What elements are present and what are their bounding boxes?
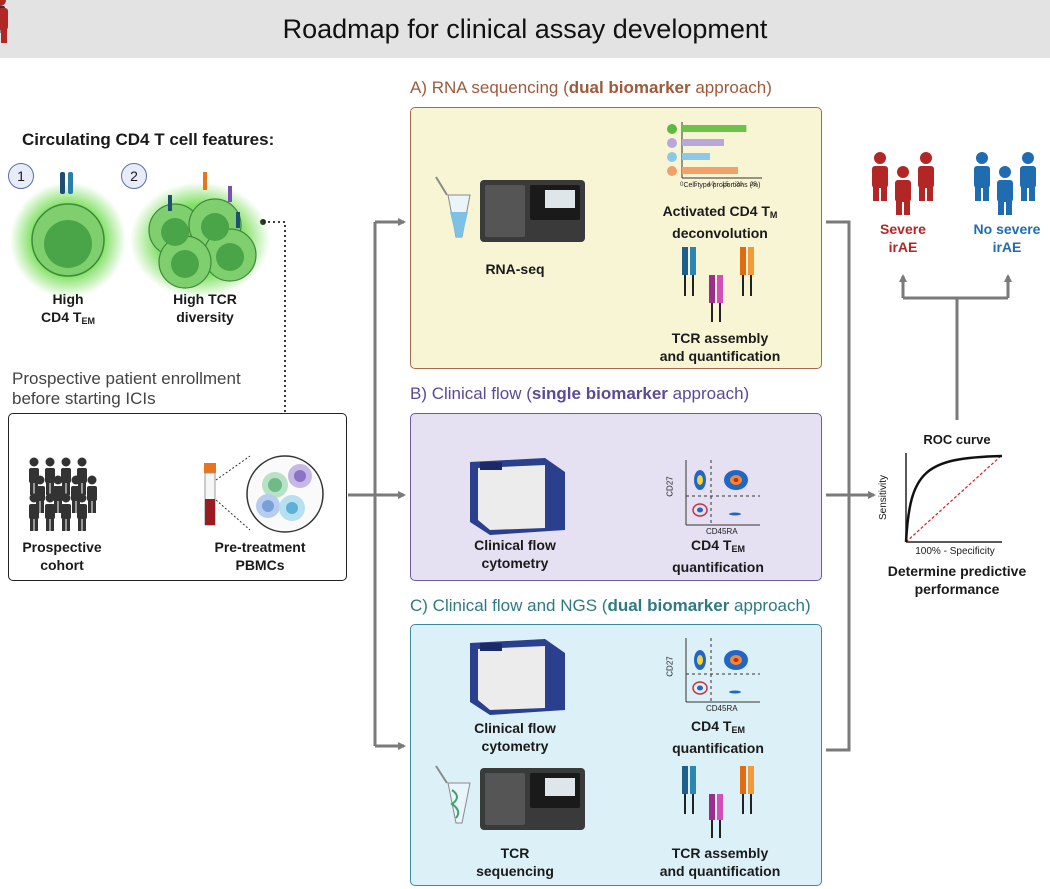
panels-collector-line — [826, 220, 851, 752]
flow-cytometer-icon — [470, 458, 565, 535]
mini-chart-tick: 25 — [750, 182, 757, 188]
dna-tube-icon — [435, 765, 471, 824]
flow-c-xlabel: CD45RA — [706, 704, 738, 713]
mini-chart-tick: 0 — [680, 182, 684, 188]
cd4-tem-quant-label-c: CD4 TEM quantification — [672, 718, 764, 756]
section-a-title: A) RNA sequencing (dual biomarker approa… — [410, 78, 772, 97]
mini-chart-tick: 5 — [694, 182, 698, 188]
feature-1-label: High CD4 TEM — [41, 291, 95, 326]
flow-b-xlabel: CD45RA — [706, 527, 738, 536]
sequencer-icon — [480, 180, 585, 242]
deconvolution-label: Activated CD4 TM deconvolution — [662, 203, 778, 241]
mini-chart-tick: 20 — [736, 182, 743, 188]
mini-chart-xlabel: Cell type proportions (%) — [683, 182, 761, 189]
roc-curve-plot — [904, 453, 1003, 543]
no-severe-people-icon — [974, 152, 1036, 215]
mini-chart-tick: 15 — [722, 182, 729, 188]
tcr-chains-icon-c — [682, 766, 754, 838]
pbmc-zoom-icon — [246, 455, 324, 533]
cell-proportions-chart: 0 5 10 15 20 25 — [667, 122, 762, 188]
feature-2-label: High TCR diversity — [173, 291, 237, 325]
feature-link-dotted — [263, 221, 286, 450]
roc-xlabel: 100% - Specificity — [915, 546, 995, 557]
section-c-title: C) Clinical flow and NGS (dual biomarker… — [410, 596, 811, 615]
severe-people-icon — [0, 0, 934, 215]
features-heading: Circulating CD4 T cell features: — [22, 130, 275, 149]
sample-tube-icon — [435, 176, 471, 238]
roc-ylabel: Sensitivity — [878, 474, 890, 521]
tcr-diversity-cells-icon — [130, 172, 270, 298]
rna-seq-label: RNA-seq — [485, 261, 545, 277]
flow-plot-b — [685, 460, 760, 526]
mini-chart-bar — [682, 125, 747, 132]
feature-2-badge: 2 — [121, 163, 147, 189]
sequencer-icon-c — [480, 768, 585, 830]
tcr-chains-icon — [682, 247, 754, 322]
mini-chart-bar — [682, 139, 724, 146]
mini-chart-bar — [682, 153, 710, 160]
panel-rna-seq — [410, 107, 822, 369]
roc-title: ROC curve — [923, 432, 991, 447]
enrollment-text: Prospective patient enrollment before st… — [12, 369, 241, 408]
flow-plot-c — [685, 638, 760, 703]
page-title: Roadmap for clinical assay development — [0, 0, 1050, 58]
blood-tube-icon — [204, 463, 216, 526]
mini-chart-tick: 10 — [708, 182, 715, 188]
section-b-title: B) Clinical flow (single biomarker appro… — [410, 384, 750, 403]
cd4-tem-cell-icon — [10, 172, 126, 298]
flow-cytometer-icon-c — [470, 639, 565, 715]
cd4-tem-quant-label-b: CD4 TEM quantification — [672, 537, 764, 575]
mini-chart-bar — [682, 167, 738, 174]
feature-1-badge: 1 — [8, 163, 34, 189]
